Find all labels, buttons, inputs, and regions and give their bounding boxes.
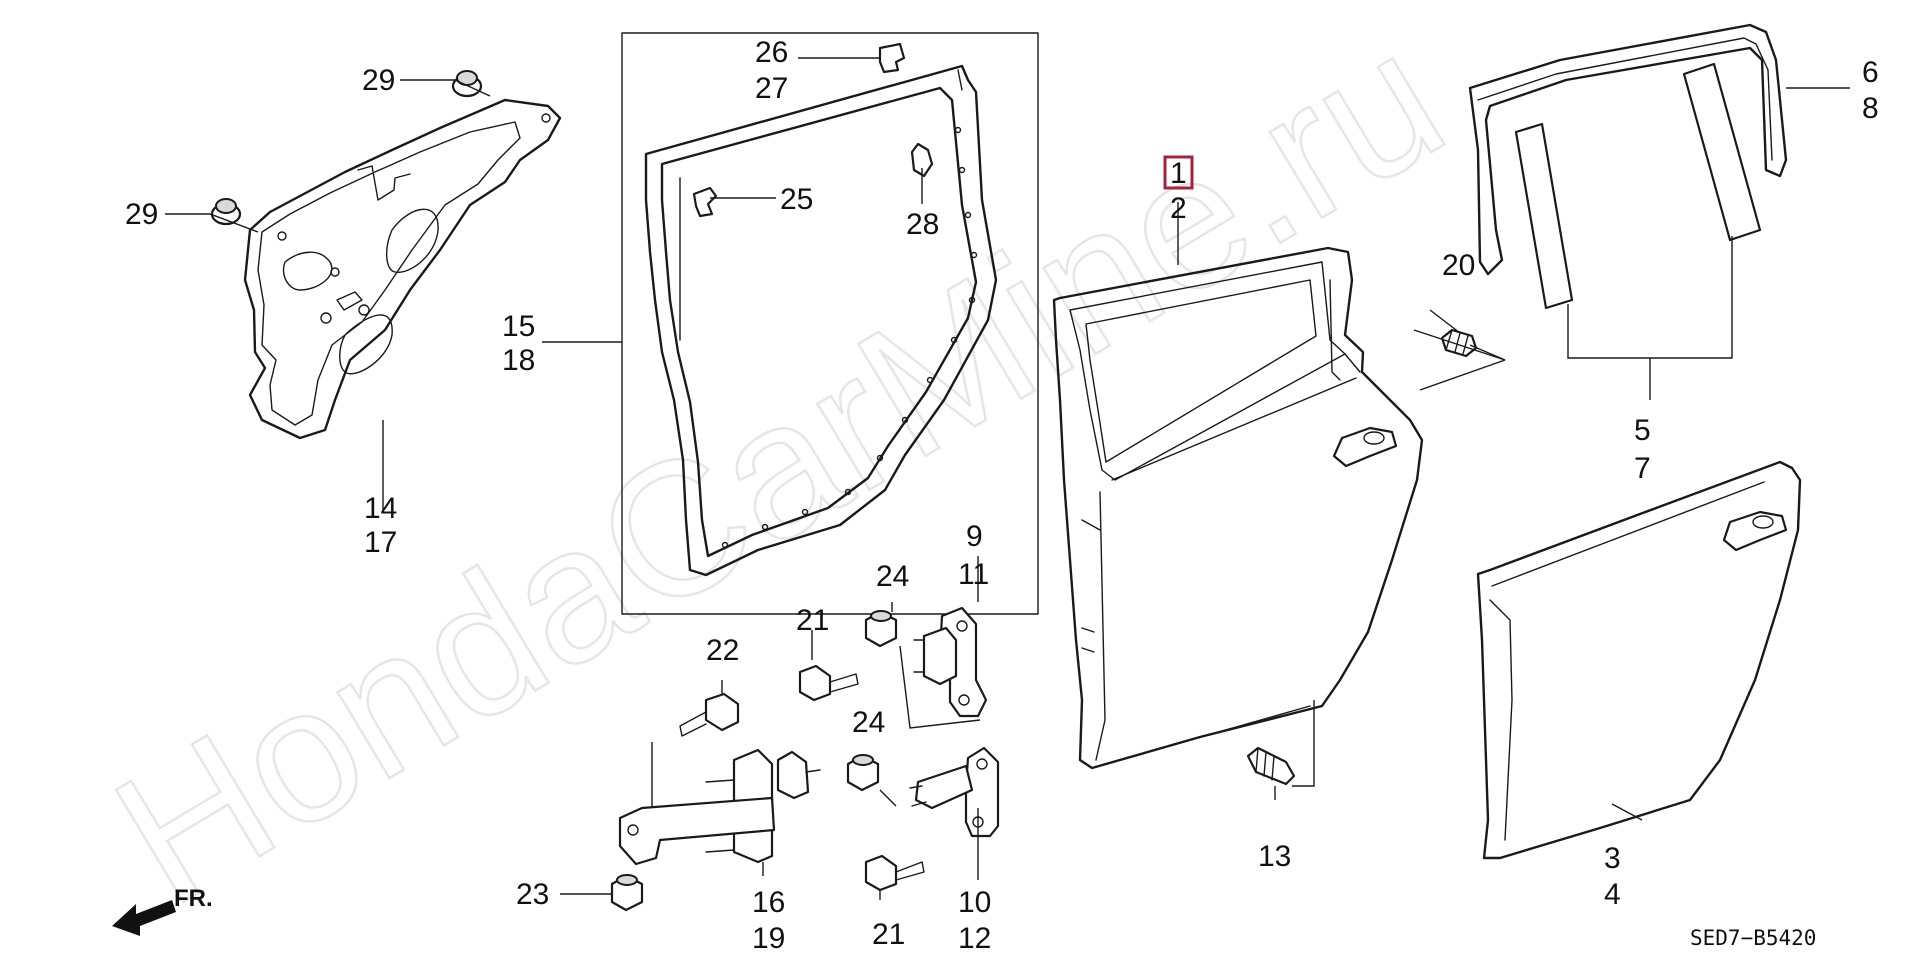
callout-29-left: 29 (125, 198, 158, 231)
bolt-21-upper[interactable] (798, 664, 859, 702)
lower-hinge-10-12[interactable] (909, 746, 1000, 838)
callout-7: 7 (1634, 452, 1651, 485)
callout-21-upper: 21 (796, 604, 829, 637)
callout-17: 17 (364, 526, 397, 559)
callout-3: 3 (1604, 842, 1621, 875)
weatherstrip-clip-holes (721, 126, 978, 549)
cap-20[interactable] (1440, 328, 1478, 358)
callout-6: 6 (1862, 56, 1879, 89)
callout-26: 26 (755, 36, 788, 69)
door-sealing-sheet[interactable] (243, 98, 562, 440)
callout-24-lower: 24 (852, 706, 885, 739)
bolt-22[interactable] (679, 692, 740, 737)
leader-lines (165, 57, 1850, 900)
callout-4: 4 (1604, 878, 1621, 911)
callout-2: 2 (1170, 192, 1187, 225)
callout-23: 23 (516, 878, 549, 911)
callout-9: 9 (966, 520, 983, 553)
callout-15: 15 (502, 310, 535, 343)
front-direction-label: FR. (174, 885, 213, 912)
callout-1: 1 (1170, 157, 1187, 190)
nut-24-lower[interactable] (846, 754, 880, 792)
window-channel-6-8[interactable] (1468, 23, 1788, 276)
rear-door-assembly[interactable] (1052, 246, 1424, 770)
weatherstrip-group-frame (621, 32, 1039, 615)
watermark-text: HondaCarMine.ru (82, 0, 1477, 945)
door-skin-outer-panel[interactable] (1476, 460, 1802, 860)
callout-11: 11 (958, 558, 989, 591)
garnish-5-7-right[interactable] (1682, 62, 1762, 242)
callout-labels: 29 29 14 17 15 18 26 27 25 28 1 2 20 6 8… (125, 36, 1879, 955)
callout-27: 27 (755, 72, 788, 105)
callout-16: 16 (752, 886, 785, 919)
callout-5: 5 (1634, 414, 1651, 447)
front-arrow-icon (112, 900, 176, 936)
front-direction-arrow: FR. (112, 885, 213, 936)
drawing-code: SED7−B5420 (1690, 926, 1816, 950)
callout-18: 18 (502, 344, 535, 377)
clip-28[interactable] (910, 142, 934, 178)
callout-25: 25 (780, 183, 813, 216)
callout-12: 12 (958, 922, 991, 955)
callout-29-top: 29 (362, 64, 395, 97)
door-weatherstrip[interactable] (644, 64, 998, 577)
callout-8: 8 (1862, 92, 1879, 125)
callout-19: 19 (752, 922, 785, 955)
callout-24-upper: 24 (876, 560, 909, 593)
callout-21-lower: 21 (872, 918, 905, 951)
clip-25[interactable] (692, 186, 718, 218)
callout-22: 22 (706, 634, 739, 667)
door-stopper-13[interactable] (1246, 746, 1296, 786)
callout-28: 28 (906, 208, 939, 241)
garnish-5-7-left[interactable] (1514, 122, 1574, 310)
callout-10: 10 (958, 886, 991, 919)
upper-hinge-9-11[interactable] (913, 606, 988, 718)
grommet-29-left[interactable] (210, 198, 242, 226)
callout-1-highlight (1163, 155, 1194, 190)
callout-13: 13 (1258, 840, 1291, 873)
bolt-21-lower[interactable] (864, 854, 925, 892)
clip-26-27[interactable] (878, 42, 906, 74)
door-checker-16-19[interactable] (618, 748, 821, 866)
callout-14: 14 (364, 492, 397, 525)
grommet-29-top[interactable] (451, 70, 483, 98)
callout-20: 20 (1442, 249, 1475, 282)
nut-24-upper[interactable] (864, 610, 898, 648)
nut-23[interactable] (610, 874, 644, 912)
